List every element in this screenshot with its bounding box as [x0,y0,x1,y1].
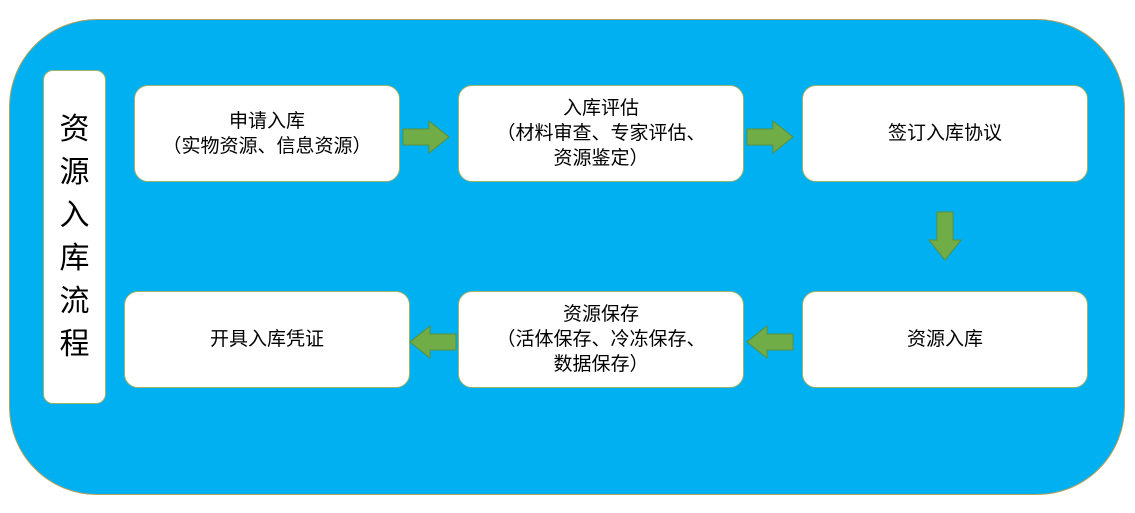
step-evaluate-detail-1: （材料审查、专家评估、 [496,122,706,144]
step-certificate: 开具入库凭证 [124,291,410,388]
arrow-right-1-icon [402,119,450,155]
process-title: 资源入库流程 [59,112,90,362]
step-preserve-detail-1: （活体保存、冷冻保存、 [496,328,706,350]
arrow-down-icon [927,211,963,261]
step-preserve-detail-2: 数据保存） [553,353,649,375]
arrow-left-2-icon [409,324,457,360]
step-apply-detail: （实物资源、信息资源） [162,134,372,157]
step-storage-in: 资源入库 [802,291,1088,388]
arrow-left-1-icon [746,324,794,360]
step-apply: 申请入库 （实物资源、信息资源） [134,85,400,182]
process-title-box: 资源入库流程 [43,70,106,404]
step-evaluate-title: 入库评估 [562,97,639,119]
step-preserve-title: 资源保存 [562,303,639,325]
step-certificate-title: 开具入库凭证 [209,328,324,350]
step-evaluate: 入库评估 （材料审查、专家评估、 资源鉴定） [458,85,744,182]
step-apply-title: 申请入库 [228,109,305,132]
arrow-right-2-icon [746,119,794,155]
step-storage-in-title: 资源入库 [906,328,983,350]
step-agreement: 签订入库协议 [802,85,1088,182]
step-evaluate-detail-2: 资源鉴定） [553,147,649,169]
step-agreement-title: 签订入库协议 [887,122,1002,144]
step-preserve: 资源保存 （活体保存、冷冻保存、 数据保存） [458,291,744,388]
